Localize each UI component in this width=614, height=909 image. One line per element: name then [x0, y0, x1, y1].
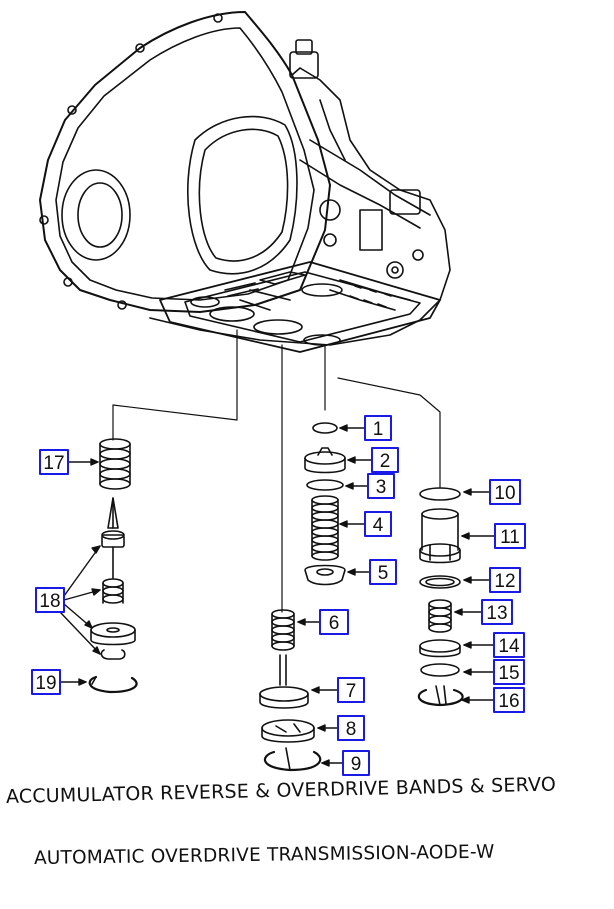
callout-9: 9 — [351, 754, 362, 775]
callout-3: 3 — [376, 477, 387, 498]
callout-13: 13 — [486, 603, 507, 624]
callout-11: 11 — [500, 527, 520, 548]
callout-4: 4 — [373, 515, 384, 536]
callout-8: 8 — [346, 719, 357, 740]
callout-5: 5 — [378, 563, 389, 584]
callout-1: 1 — [373, 419, 384, 440]
servo-stack-middle — [259, 422, 346, 772]
accumulator-stack-left — [88, 438, 138, 694]
callout-arrows — [59, 424, 496, 767]
callout-6: 6 — [329, 613, 340, 634]
callout-19: 19 — [35, 673, 56, 694]
callout-10: 10 — [494, 483, 515, 504]
callout-17: 17 — [43, 453, 64, 474]
callout-15: 15 — [498, 663, 519, 684]
accumulator-spring-17 — [99, 438, 131, 490]
callout-7: 7 — [346, 681, 357, 702]
callout-14: 14 — [498, 636, 520, 657]
callout-2: 2 — [380, 451, 391, 472]
callout-16: 16 — [498, 691, 519, 712]
transmission-housing — [39, 11, 451, 353]
callout-numbers: 1 2 3 4 5 6 7 8 9 10 11 12 13 14 15 16 1… — [35, 419, 520, 775]
callout-18: 18 — [39, 591, 60, 612]
callout-boxes — [31, 415, 526, 776]
callout-12: 12 — [494, 571, 515, 592]
servo-stack-right — [417, 487, 464, 707]
leader-lines — [112, 329, 441, 613]
